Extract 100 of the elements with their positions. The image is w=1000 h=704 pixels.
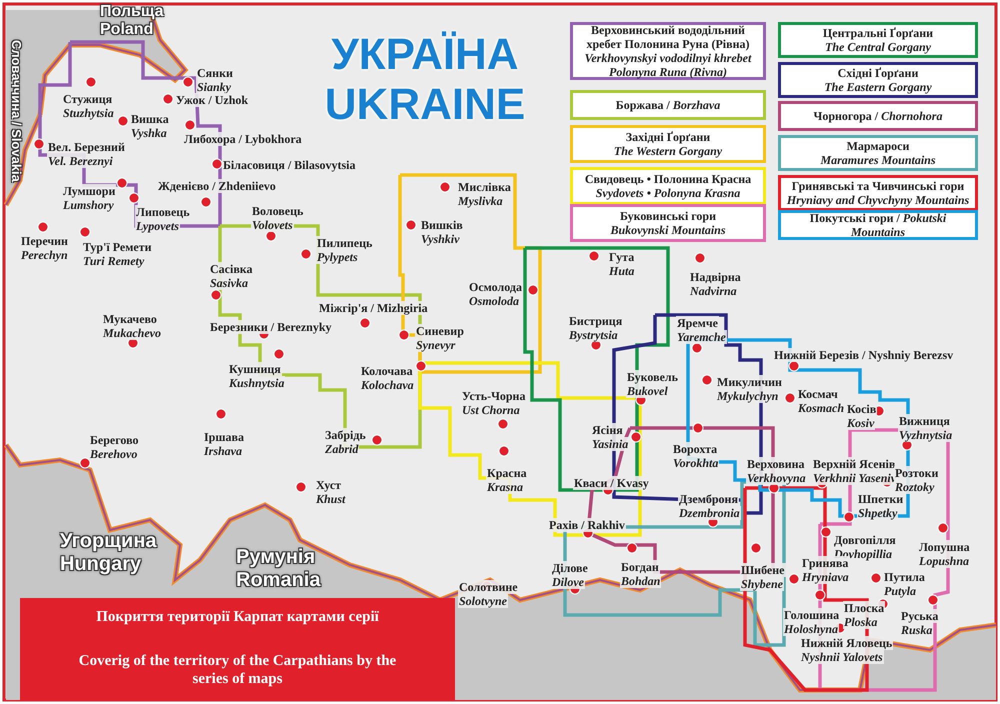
country-label: Угорщина xyxy=(60,530,157,552)
place-name: Шпетки xyxy=(857,492,904,506)
place-name: Ділове xyxy=(551,561,589,575)
place-name: Рахів / Rakhiv xyxy=(548,518,626,532)
legend-item: Мармароси Maramures Mountains xyxy=(778,135,978,171)
place-name: Усть-Чорна xyxy=(461,389,526,403)
legend-item: Боржава / Borzhava xyxy=(570,90,766,120)
legend-item: Буковинські гори Bukovynski Mountains xyxy=(570,204,766,242)
place-name: Holoshyna xyxy=(783,622,840,636)
legend-item: Східні Ґорґани The Eastern Gorgany xyxy=(778,62,978,98)
legend-item: Гринявські та Чивчинські гори Hryniavy and Chyvchyny Mountains xyxy=(778,175,978,211)
place-name: Вишка xyxy=(130,112,170,126)
country-label: Romania xyxy=(236,569,320,591)
place-name: Khust xyxy=(315,492,346,506)
place-name: Ruska xyxy=(900,623,934,637)
place-name: Воловець xyxy=(251,204,304,218)
place-name: Красна xyxy=(486,466,528,480)
place-name: Вел. Березний xyxy=(47,140,126,154)
place-name: Roztoky xyxy=(894,480,936,494)
place-name: Synevyr xyxy=(415,338,456,352)
place-name: Іршава xyxy=(203,430,245,444)
legend-item: Чорногора / Chornohora xyxy=(778,101,978,131)
place-name: Забрідь xyxy=(324,428,367,442)
place-name: Космач xyxy=(797,387,839,401)
place-name: Верховина xyxy=(746,457,806,471)
place-name: Пилипець xyxy=(316,236,374,250)
place-name: Dzembronia xyxy=(678,506,741,520)
place-name: Irshava xyxy=(203,444,244,458)
place-name: Осмолода xyxy=(468,280,523,294)
place-name: Pylypets xyxy=(316,250,359,264)
place-name: Kolochava xyxy=(360,378,415,392)
place-name: Bohdan xyxy=(620,574,662,588)
legend-item: Центральні Ґорґани The Central Gorgany xyxy=(778,22,978,58)
place-name: Turi Remety xyxy=(82,254,146,268)
legend-item: Покутські гори / Pokutski Mountains xyxy=(778,210,978,240)
place-name: Yaremche xyxy=(676,330,727,344)
place-name: Mukachevo xyxy=(102,326,162,340)
place-name: Bukovel xyxy=(626,384,669,398)
place-name: Mykulychyn xyxy=(716,389,780,403)
place-name: Богдан xyxy=(620,560,660,574)
place-name: Буковель xyxy=(626,370,679,384)
place-name: Dilove xyxy=(551,575,585,589)
place-name: Vorokhta xyxy=(672,456,720,470)
place-name: Shybene xyxy=(740,577,784,591)
place-name: Липовець xyxy=(135,205,191,219)
place-name: Huta xyxy=(608,264,636,278)
place-name: Путила xyxy=(883,570,926,584)
place-name: Розтоки xyxy=(894,466,940,480)
place-name: Лопушна xyxy=(918,540,971,554)
place-name: Kosmach xyxy=(797,401,846,415)
place-name: Дземброня xyxy=(678,492,739,506)
place-name: Volovets xyxy=(251,218,294,232)
place-name: Солотвине xyxy=(458,580,519,594)
place-name: Sasivka xyxy=(209,276,250,290)
place-name: Берегово xyxy=(89,433,140,447)
place-name: Osmoloda xyxy=(468,294,520,308)
place-name: Сасівка xyxy=(209,262,254,276)
place-name: Krasna xyxy=(486,480,524,494)
place-name: Perechyn xyxy=(20,248,69,262)
country-label: Hungary xyxy=(60,553,142,575)
place-name: Ужок / Uzhok xyxy=(175,93,250,107)
legend-item: Верховинський вододільний хребет Полонина Руна (Рівна) Verkhovynskyi vododilnyi khrebet Polonyna Runa (Rivna) xyxy=(570,22,766,80)
place-name: Verkhovyna xyxy=(746,471,807,485)
place-name: Vyshka xyxy=(130,126,168,140)
legend-item: Західні Ґорґани The Western Gorgany xyxy=(570,125,766,163)
caption-text: Покриття території Карпат картами серії xyxy=(95,608,380,626)
place-name: Sianky xyxy=(196,80,232,94)
place-name: Яремче xyxy=(676,316,719,330)
place-name: Голошина xyxy=(783,608,840,622)
place-name: Berehovo xyxy=(89,447,138,461)
place-name: Гринява xyxy=(801,556,850,570)
place-name: Шибене xyxy=(740,563,786,577)
place-name: Вижниця xyxy=(898,414,951,428)
place-name: Бистриця xyxy=(568,314,624,328)
place-name: Lopushna xyxy=(918,554,970,568)
place-name: Мукачево xyxy=(102,312,158,326)
place-name: Stuzhytsia xyxy=(62,106,115,120)
place-name: Ясіня xyxy=(591,423,624,437)
place-name: Руська xyxy=(900,609,940,623)
place-name: Vel. Bereznyi xyxy=(47,154,114,168)
place-name: Гута xyxy=(608,250,636,264)
place-name: Микуличин xyxy=(716,375,783,389)
place-name: Сянки xyxy=(196,66,234,80)
place-name: Ждeнієво / Zhdeniievo xyxy=(157,179,277,193)
place-name: Мислівка xyxy=(457,180,512,194)
place-name: Yasinia xyxy=(591,437,630,451)
place-name: Нижній Березів / Nyshniy Berezsv xyxy=(773,348,954,362)
place-name: Стужиця xyxy=(62,92,114,106)
place-name: Ploska xyxy=(843,615,878,629)
place-name: Nadvirna xyxy=(689,284,738,298)
place-name: Lumshory xyxy=(62,198,115,212)
place-name: Хуст xyxy=(315,478,342,492)
place-name: Myslivka xyxy=(457,194,504,208)
place-name: Колочава xyxy=(360,364,414,378)
place-name: Kushnytsia xyxy=(228,376,286,390)
place-name: Нижній Яловець xyxy=(800,636,894,650)
place-name: Довгопілля xyxy=(833,533,897,547)
map-title: УКРАЇНА UKRAINE xyxy=(324,30,526,130)
place-name: Перечин xyxy=(20,234,69,248)
place-name: Міжгір'я / Mizhgiria xyxy=(318,301,429,315)
